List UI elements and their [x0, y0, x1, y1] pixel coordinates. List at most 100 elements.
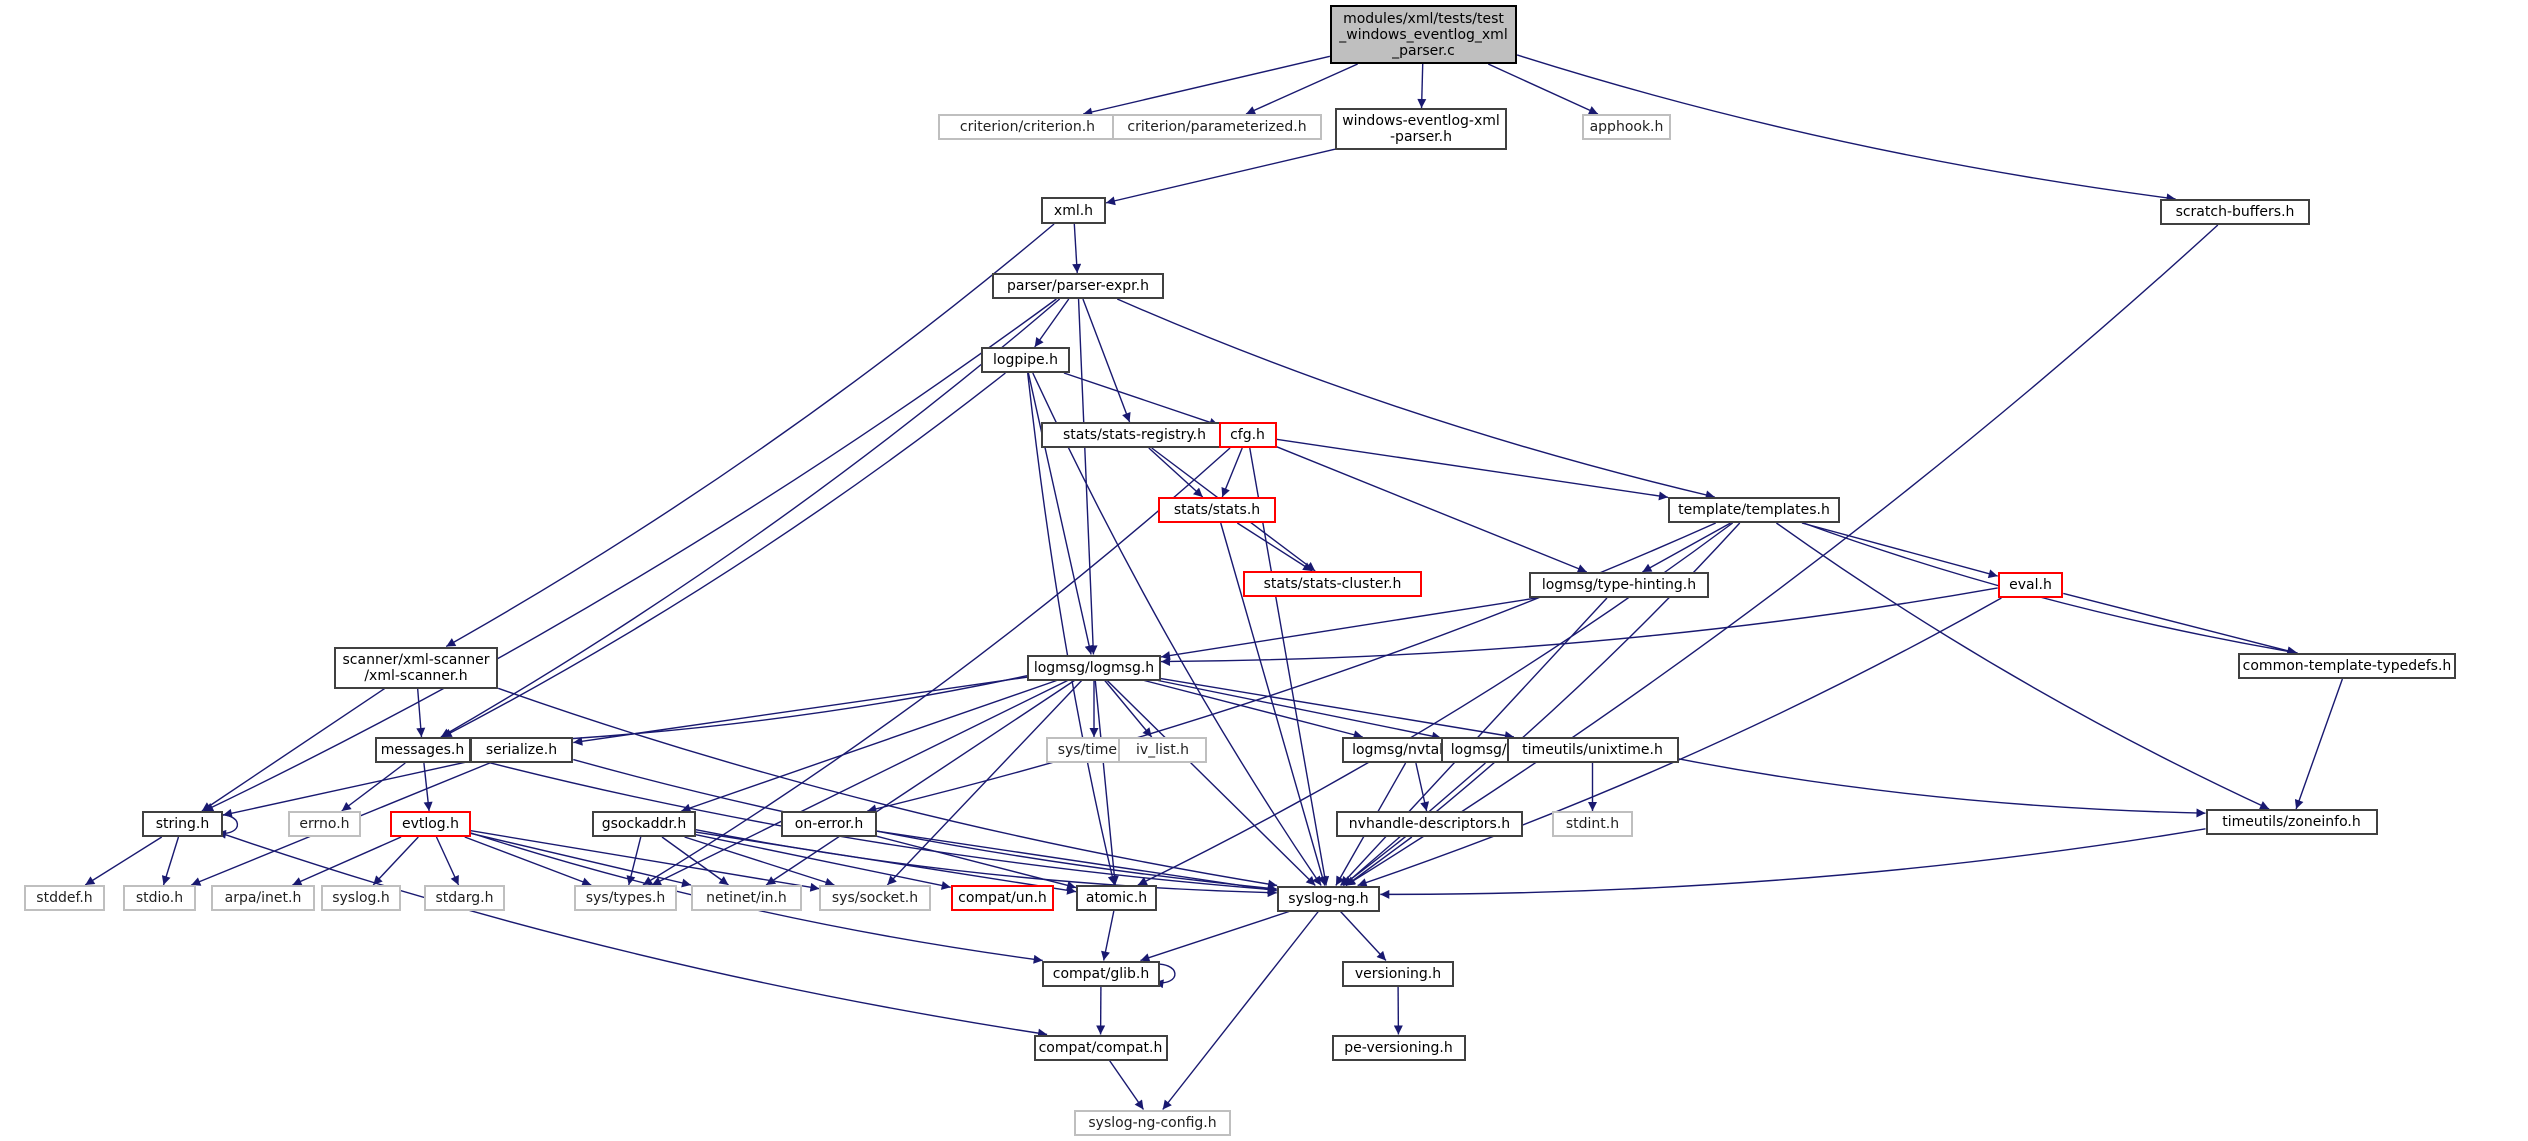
node-label: timeutils/zoneinfo.h [2222, 814, 2361, 830]
node-compat[interactable]: compat/compat.h [1033, 1034, 1168, 1061]
node-label: stdio.h [135, 890, 184, 906]
edge-root-to-apphook [1487, 63, 1599, 115]
edge-string-to-stddef [84, 836, 163, 886]
node-unixtime[interactable]: timeutils/unixtime.h [1506, 737, 1679, 763]
edge-onerror-to-atomic [876, 835, 1077, 890]
node-label: iv_list.h [1135, 742, 1190, 758]
node-typehint[interactable]: logmsg/type-hinting.h [1529, 572, 1709, 598]
node-label: syslog-ng-config.h [1088, 1114, 1217, 1131]
edge-serialize-to-syslogng [573, 758, 1277, 893]
node-peversioning[interactable]: pe-versioning.h [1331, 1034, 1466, 1061]
node-label: pe-versioning.h [1344, 1039, 1453, 1056]
node-logmsg[interactable]: logmsg/logmsg.h [1027, 654, 1161, 681]
edge-string-to-compat [222, 833, 1048, 1038]
node-label: common-template-typedefs.h [2242, 658, 2452, 674]
edge-cfg-to-stats [1221, 447, 1243, 498]
edge-xmlscanner-to-string [201, 687, 386, 812]
edge-nvtable-to-nvhd [1415, 762, 1430, 812]
node-evtlog[interactable]: evtlog.h [390, 811, 471, 837]
edge-stats-to-statscluster [1236, 522, 1313, 572]
node-logpipe[interactable]: logpipe.h [981, 347, 1070, 373]
node-label: atomic.h [1085, 890, 1148, 906]
node-templates[interactable]: template/templates.h [1668, 497, 1840, 523]
node-stats[interactable]: stats/stats.h [1157, 497, 1277, 523]
edge-evtlog-to-syslog [372, 836, 419, 886]
node-statscluster[interactable]: stats/stats-cluster.h [1242, 571, 1423, 597]
edge-logmsg-to-systypes [651, 679, 1068, 886]
edge-logmsg-to-tags [1157, 679, 1442, 741]
edge-xmlscanner-to-syslogng [497, 687, 1278, 889]
node-scratch[interactable]: scratch-buffers.h [2160, 199, 2310, 225]
edge-messages-to-syslogng [470, 757, 1277, 894]
node-versioning[interactable]: versioning.h [1342, 960, 1454, 987]
edge-logpipe-to-atomic [1027, 372, 1117, 886]
node-compatun[interactable]: compat/un.h [950, 885, 1055, 911]
node-syslogng[interactable]: syslog-ng.h [1276, 885, 1381, 912]
node-wexp[interactable]: windows-eventlog-xml -parser.h [1335, 108, 1507, 150]
node-ctt[interactable]: common-template-typedefs.h [2238, 653, 2456, 679]
edge-logmsg-to-nvtable [1144, 679, 1363, 740]
edge-xml-to-xmlscanner [445, 223, 1055, 648]
edge-wexp-to-xml [1105, 148, 1336, 206]
node-xmlscanner[interactable]: scanner/xml-scanner /xml-scanner.h [333, 646, 499, 689]
node-label: parser/parser-expr.h [1007, 278, 1149, 294]
node-string[interactable]: string.h [142, 811, 223, 837]
node-onerror[interactable]: on-error.h [781, 811, 877, 837]
node-label: compat/un.h [958, 890, 1047, 906]
node-syslog: syslog.h [320, 885, 402, 911]
node-label: criterion/criterion.h [959, 119, 1096, 135]
edge-logmsg-to-ivlist [1104, 680, 1153, 738]
node-label: stats/stats-registry.h [1062, 427, 1207, 443]
node-label: on-error.h [794, 816, 864, 832]
node-label: scanner/xml-scanner /xml-scanner.h [342, 651, 490, 684]
node-label: stdint.h [1565, 816, 1620, 832]
edge-logpipe-to-cfg [1063, 372, 1219, 427]
node-label: compat/compat.h [1038, 1039, 1163, 1056]
node-glib[interactable]: compat/glib.h [1041, 960, 1161, 987]
edge-onerror-to-syslogng [876, 830, 1277, 894]
node-nvhd[interactable]: nvhandle-descriptors.h [1335, 811, 1524, 837]
node-stdarg: stdarg.h [424, 885, 505, 911]
edge-root-to-wexp [1417, 63, 1427, 109]
node-zoneinfo[interactable]: timeutils/zoneinfo.h [2205, 809, 2378, 835]
node-label: errno.h [299, 816, 350, 832]
edge-zoneinfo-to-syslogng [1380, 828, 2206, 899]
node-apphook: apphook.h [1582, 114, 1671, 140]
edge-root-to-scratch [1516, 54, 2176, 203]
node-eval[interactable]: eval.h [1997, 572, 2064, 598]
node-statsreg[interactable]: stats/stats-registry.h [1040, 422, 1229, 448]
node-label: eval.h [2009, 577, 2052, 593]
node-config: syslog-ng-config.h [1074, 1109, 1231, 1136]
node-serialize[interactable]: serialize.h [469, 737, 574, 763]
node-label: syslog-ng.h [1288, 890, 1369, 907]
edge-xml-to-parserexpr [1072, 223, 1082, 274]
edge-serialize-to-string [222, 760, 470, 818]
edge-eval-to-syslogng [1357, 597, 2002, 887]
node-arpainet: arpa/inet.h [211, 885, 315, 911]
node-atomic[interactable]: atomic.h [1076, 885, 1157, 911]
node-label: netinet/in.h [706, 890, 787, 906]
edge-nvhd-to-syslogng [1345, 836, 1413, 887]
edge-cfg-to-templates [1276, 438, 1669, 501]
edge-logpipe-to-logmsg [1027, 372, 1094, 655]
node-cfg[interactable]: cfg.h [1218, 422, 1277, 448]
node-parserexpr[interactable]: parser/parser-expr.h [992, 273, 1164, 299]
edge-parserexpr-to-messages [440, 298, 1061, 738]
edge-parserexpr-to-templates [1116, 298, 1715, 500]
node-errno: errno.h [287, 811, 362, 837]
node-root[interactable]: modules/xml/tests/test _windows_eventlog… [1329, 5, 1518, 64]
node-label: stats/stats.h [1173, 502, 1261, 518]
node-label: cfg.h [1230, 427, 1265, 443]
node-messages[interactable]: messages.h [374, 737, 471, 763]
node-gsockaddr[interactable]: gsockaddr.h [592, 811, 696, 837]
node-label: modules/xml/tests/test _windows_eventlog… [1339, 10, 1508, 59]
edge-templates-to-typehint [1642, 522, 1731, 573]
edge-gsockaddr-to-syslogng [695, 828, 1277, 898]
node-label: nvhandle-descriptors.h [1348, 816, 1511, 832]
edge-gsockaddr-to-systypes [626, 836, 642, 886]
node-criterion: criterion/criterion.h [937, 114, 1118, 140]
edge-templates-to-ctt [1803, 522, 2298, 656]
node-xml[interactable]: xml.h [1041, 197, 1106, 224]
edge-logmsg-to-messages [470, 675, 1028, 749]
